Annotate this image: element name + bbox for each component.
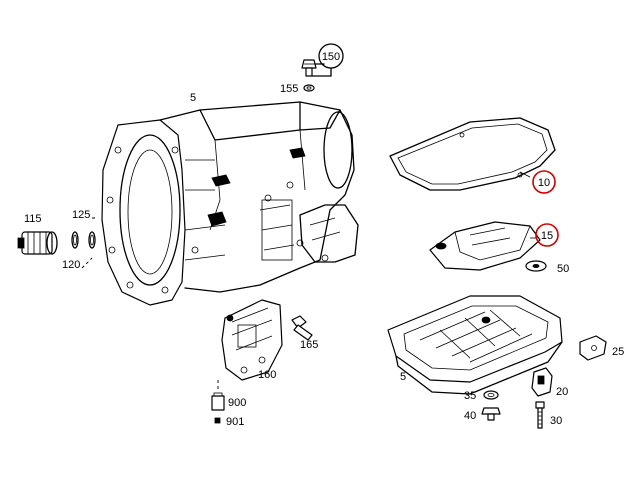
label-150: 150 xyxy=(322,51,340,63)
label-125: 125 xyxy=(72,209,90,221)
label-900: 900 xyxy=(228,397,246,409)
label-15: 15 xyxy=(541,230,553,242)
label-5-housing: 5 xyxy=(190,92,196,104)
plug-connector-115 xyxy=(17,231,58,255)
label-160: 160 xyxy=(258,369,276,381)
bracket-25 xyxy=(579,335,607,361)
washer-155 xyxy=(303,84,315,92)
plug-150 xyxy=(301,59,317,77)
label-10: 10 xyxy=(538,177,550,189)
label-25: 25 xyxy=(612,346,624,358)
label-20: 20 xyxy=(556,386,568,398)
washer-35 xyxy=(483,390,499,400)
valve-body-160 xyxy=(221,299,283,381)
label-165: 165 xyxy=(300,339,318,351)
label-30: 30 xyxy=(550,415,562,427)
oil-pan-gasket xyxy=(389,117,556,191)
seal-ring-125 xyxy=(71,231,96,249)
bolt-165 xyxy=(291,315,313,341)
drain-plug-40 xyxy=(481,407,501,421)
label-901: 901 xyxy=(226,416,244,428)
label-50: 50 xyxy=(557,263,569,275)
callout-circle-15 xyxy=(535,223,559,247)
label-40: 40 xyxy=(464,410,476,422)
o-ring-50 xyxy=(525,260,547,272)
connector-900 xyxy=(211,392,225,411)
label-120: 120 xyxy=(62,259,80,271)
label-35: 35 xyxy=(464,390,476,402)
clip-901 xyxy=(214,417,221,424)
callout-circle-10 xyxy=(532,170,556,194)
label-115: 115 xyxy=(24,213,42,225)
transmission-housing xyxy=(101,101,359,306)
clamp-20 xyxy=(531,367,553,397)
oil-pan xyxy=(387,295,563,395)
bolt-30 xyxy=(535,401,545,429)
label-155: 155 xyxy=(280,83,298,95)
oil-filter xyxy=(429,221,541,271)
label-5-pan: 5 xyxy=(400,371,406,383)
